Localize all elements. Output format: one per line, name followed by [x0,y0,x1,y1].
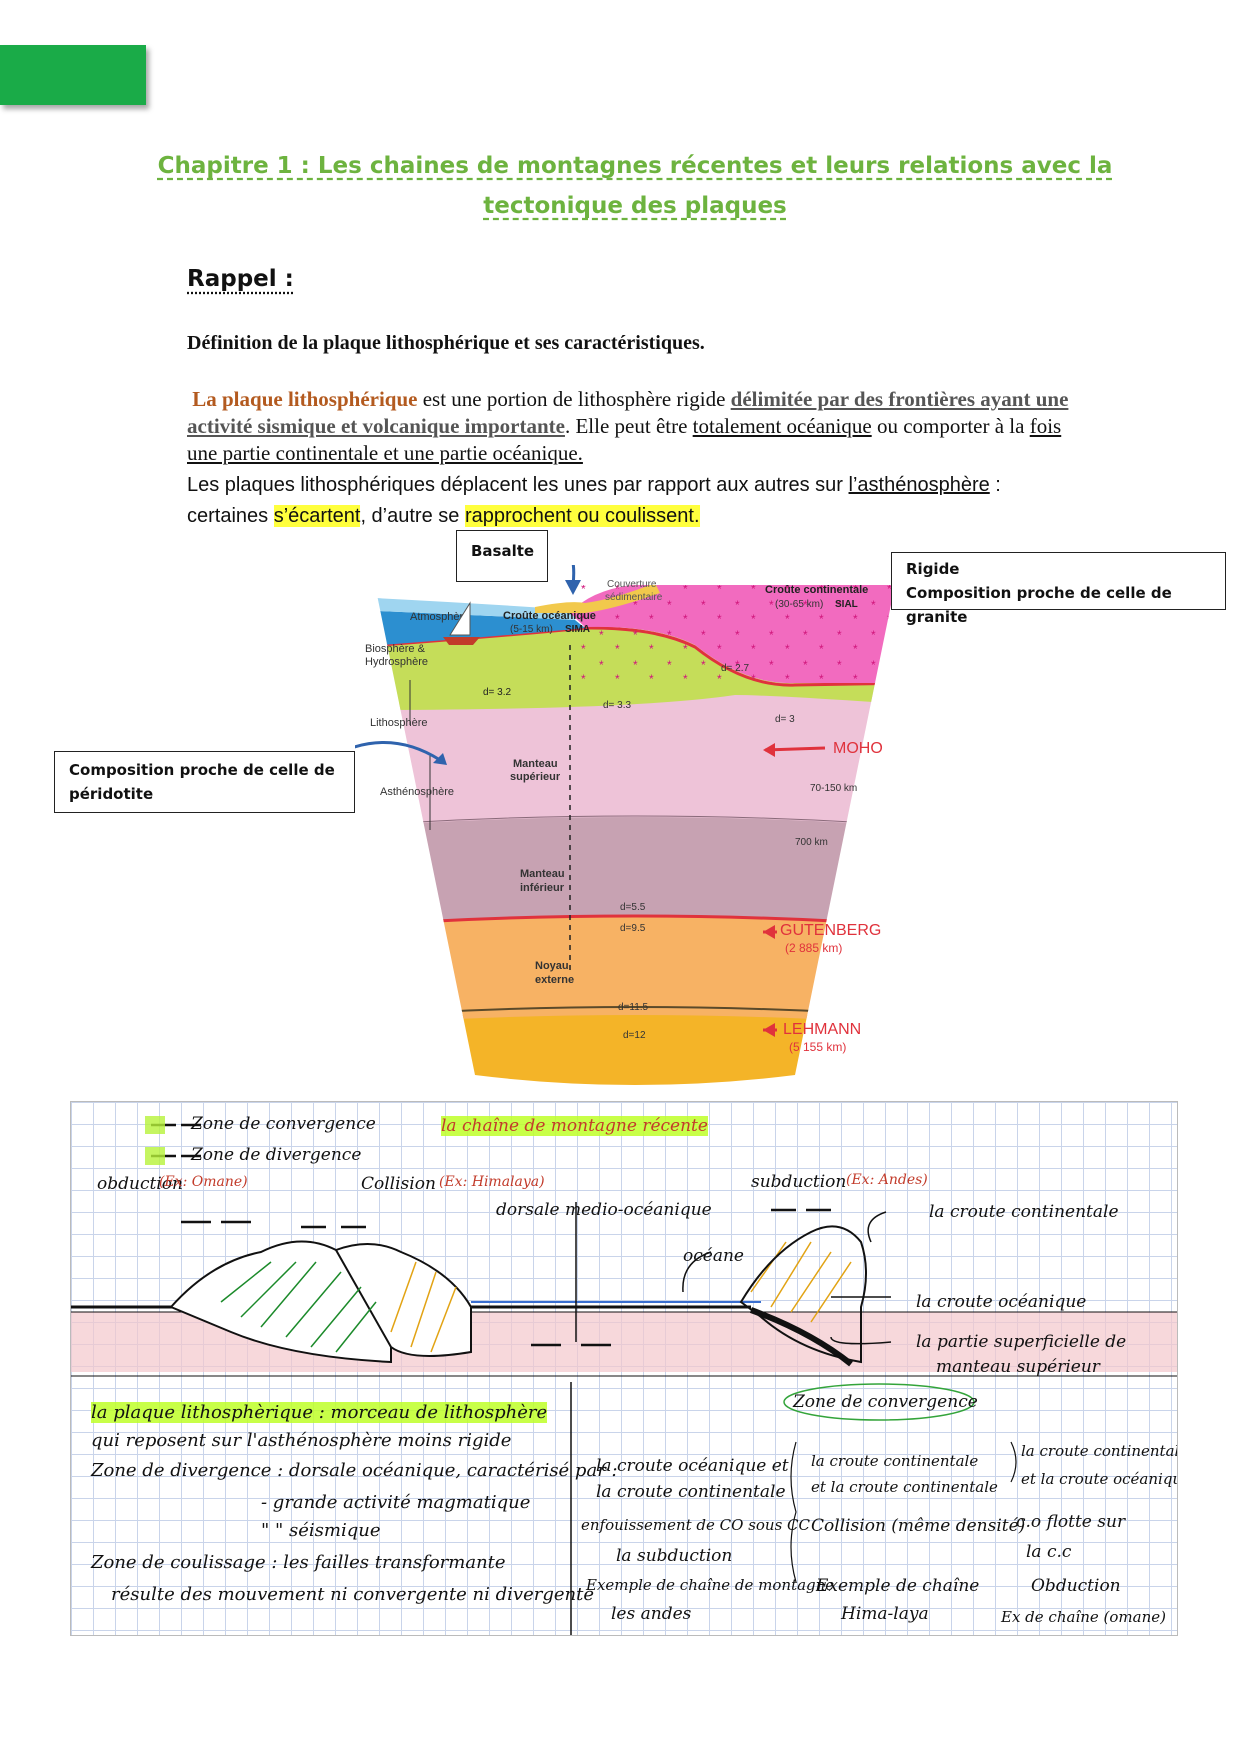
term-plaque: La plaque lithosphérique [192,387,418,411]
svg-text:sédimentaire: sédimentaire [605,592,663,603]
svg-text:Noyau: Noyau [535,960,569,972]
note-chaine: la chaîne de montagne récente [441,1116,708,1136]
svg-text:Asthénosphère: Asthénosphère [380,786,454,798]
svg-text:Croûte continentale: Croûte continentale [765,584,868,596]
svg-text:(2 885 km): (2 885 km) [785,941,842,955]
svg-text:(30-65 km): (30-65 km) [775,599,823,610]
box-rigide: Rigide Composition proche de celle de gr… [891,552,1226,626]
svg-text:d= 3: d= 3 [775,714,795,725]
svg-text:(5 155 km): (5 155 km) [789,1040,846,1054]
box-peridotite: Composition proche de celle de péridotit… [54,751,355,813]
handwritten-notes: Zone de convergence Zone de divergence l… [70,1101,1178,1636]
svg-text:d=5.5: d=5.5 [620,902,646,913]
svg-text:700 km: 700 km [795,837,828,848]
svg-text:Couverture: Couverture [607,579,657,590]
definition-title: Définition de la plaque lithosphérique e… [187,332,705,354]
svg-text:d=12: d=12 [623,1030,646,1041]
chapter-title: Chapitre 1 : Les chaines de montagnes ré… [157,153,1113,219]
svg-text:SIMA: SIMA [565,624,590,635]
rappel-heading: Rappel : [187,266,294,292]
svg-text:externe: externe [535,974,574,986]
svg-text:inférieur: inférieur [520,882,565,894]
svg-text:d=11.5: d=11.5 [618,1002,649,1013]
svg-text:Croûte océanique: Croûte océanique [503,610,596,622]
svg-text:Biosphère &: Biosphère & [365,643,426,655]
notes-drawing [71,1116,1177,1635]
svg-text:Hydrosphère: Hydrosphère [365,656,428,668]
svg-text:supérieur: supérieur [510,771,561,783]
svg-text:d= 2.7: d= 2.7 [721,663,750,674]
movement-paragraph: Les plaques lithosphériques déplacent le… [187,474,1001,527]
note-dorsale: dorsale medio-océanique [496,1200,712,1220]
svg-text:d= 3.2: d= 3.2 [483,687,512,698]
svg-text:(5-15 km): (5-15 km) [510,624,553,635]
lbl-lehmann: LEHMANN [783,1021,861,1038]
svg-text:SIAL: SIAL [835,599,858,610]
svg-text:d=9.5: d=9.5 [620,923,646,934]
definition-paragraph: La plaque lithosphérique est une portion… [187,387,1069,465]
box-basalte: Basalte [456,530,548,582]
earth-structure-diagram: * * Atmosphère Biosphère & Hydrosph [355,565,895,1085]
lbl-gutenberg: GUTENBERG [780,922,881,939]
note-zone-convergence: Zone de convergence [191,1114,376,1134]
svg-text:Manteau: Manteau [513,758,558,770]
svg-text:Lithosphère: Lithosphère [370,717,428,729]
green-tab [0,45,146,105]
note-zone-divergence: Zone de divergence [191,1145,362,1165]
svg-text:d= 3.3: d= 3.3 [603,700,632,711]
lbl-moho: MOHO [833,740,883,757]
lbl-atmosphere: Atmosphère [410,611,469,623]
svg-text:Manteau: Manteau [520,868,565,880]
svg-text:70-150 km: 70-150 km [810,783,857,794]
